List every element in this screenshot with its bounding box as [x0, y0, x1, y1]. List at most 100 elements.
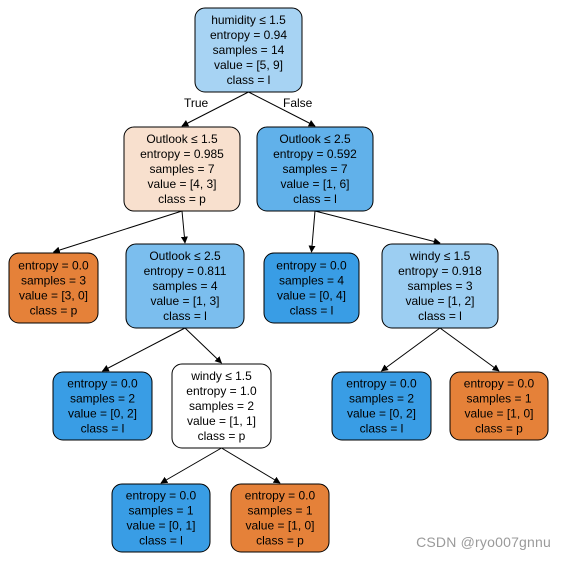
node-line: samples = 3 [407, 279, 472, 293]
node-line: value = [1, 0] [245, 519, 314, 533]
node-line: value = [3, 0] [19, 289, 88, 303]
watermark-text: CSDN @ryo007gnnu [416, 534, 551, 550]
node-box [449, 371, 549, 441]
node-line: Outlook ≤ 2.5 [279, 132, 351, 146]
edge-n4-n7 [101, 327, 186, 372]
node-line: value = [5, 9] [214, 58, 283, 72]
node-box [230, 483, 330, 553]
node-box [123, 126, 241, 212]
node-line: samples = 7 [282, 162, 347, 176]
node-line: entropy = 0.0 [18, 259, 89, 273]
node-line: Outlook ≤ 2.5 [149, 249, 221, 263]
node-line: value = [1, 2] [405, 294, 474, 308]
node-line: samples = 3 [21, 274, 86, 288]
node-line: value = [0, 1] [126, 519, 195, 533]
node-line: entropy = 0.0 [276, 259, 347, 273]
node-line: value = [0, 2] [347, 407, 416, 421]
node-line: value = [1, 3] [150, 294, 219, 308]
edge-label-false: False [283, 96, 313, 110]
node-box [331, 371, 432, 441]
node-line: class = l [293, 192, 337, 206]
node-box [171, 363, 272, 449]
node-line: samples = 1 [247, 504, 312, 518]
node-line: samples = 1 [466, 392, 531, 406]
node-line: samples = 4 [279, 274, 344, 288]
edge-n6-n9 [380, 327, 441, 372]
node-box [263, 252, 360, 324]
node-box [381, 243, 499, 329]
node-line: class = l [360, 422, 404, 436]
node-line: Outlook ≤ 1.5 [146, 132, 218, 146]
edge-n8-n11 [160, 447, 222, 484]
node-line: class = p [158, 192, 206, 206]
node-line: class = l [139, 534, 183, 548]
edge-n1-n4 [180, 210, 188, 244]
node-line: entropy = 0.592 [273, 147, 357, 161]
edges-layer: True False [52, 91, 500, 484]
node-line: value = [1, 1] [187, 414, 256, 428]
node-box [52, 371, 153, 441]
node-line: samples = 4 [152, 279, 217, 293]
node-line: entropy = 0.0 [346, 377, 417, 391]
node-box [125, 243, 245, 329]
edge-root-n2 [248, 91, 316, 127]
edge-n2-n6 [314, 210, 441, 245]
node-line: value = [0, 4] [277, 289, 346, 303]
edge-n4-n8 [184, 327, 223, 364]
node-line: humidity ≤ 1.5 [211, 13, 286, 27]
node-line: entropy = 0.0 [464, 377, 535, 391]
node-line: value = [1, 0] [464, 407, 533, 421]
node-line: value = [1, 6] [280, 177, 349, 191]
node-line: samples = 14 [213, 43, 285, 57]
node-box [8, 252, 99, 324]
node-line: entropy = 1.0 [186, 384, 257, 398]
edge-n1-n3 [52, 210, 183, 254]
node-line: class = l [290, 304, 334, 318]
node-line: entropy = 0.0 [245, 489, 316, 503]
node-line: class = p [30, 304, 78, 318]
node-line: windy ≤ 1.5 [409, 249, 471, 263]
node-line: entropy = 0.94 [210, 28, 287, 42]
node-line: entropy = 0.0 [67, 377, 138, 391]
node-line: value = [0, 2] [68, 407, 137, 421]
node-line: entropy = 0.811 [144, 264, 227, 278]
node-line: windy ≤ 1.5 [190, 369, 252, 383]
node-line: class = p [198, 429, 246, 443]
edge-n2-n5 [308, 210, 316, 253]
node-box [194, 7, 303, 93]
edge-label-true: True [184, 96, 209, 110]
edge-n8-n12 [221, 447, 281, 484]
node-line: samples = 7 [149, 162, 214, 176]
node-line: samples = 1 [128, 504, 193, 518]
node-line: class = p [256, 534, 304, 548]
node-box [111, 483, 211, 553]
edge-root-n1 [181, 91, 249, 127]
node-line: samples = 2 [349, 392, 414, 406]
node-line: entropy = 0.918 [398, 264, 482, 278]
node-line: class = p [475, 422, 523, 436]
node-line: samples = 2 [189, 399, 254, 413]
node-line: class = l [418, 309, 462, 323]
node-line: class = l [163, 309, 207, 323]
node-line: class = l [227, 73, 271, 87]
node-box [256, 126, 374, 212]
node-line: entropy = 0.0 [126, 489, 197, 503]
node-line: value = [4, 3] [147, 177, 216, 191]
node-line: samples = 2 [70, 392, 135, 406]
node-line: class = l [81, 422, 125, 436]
